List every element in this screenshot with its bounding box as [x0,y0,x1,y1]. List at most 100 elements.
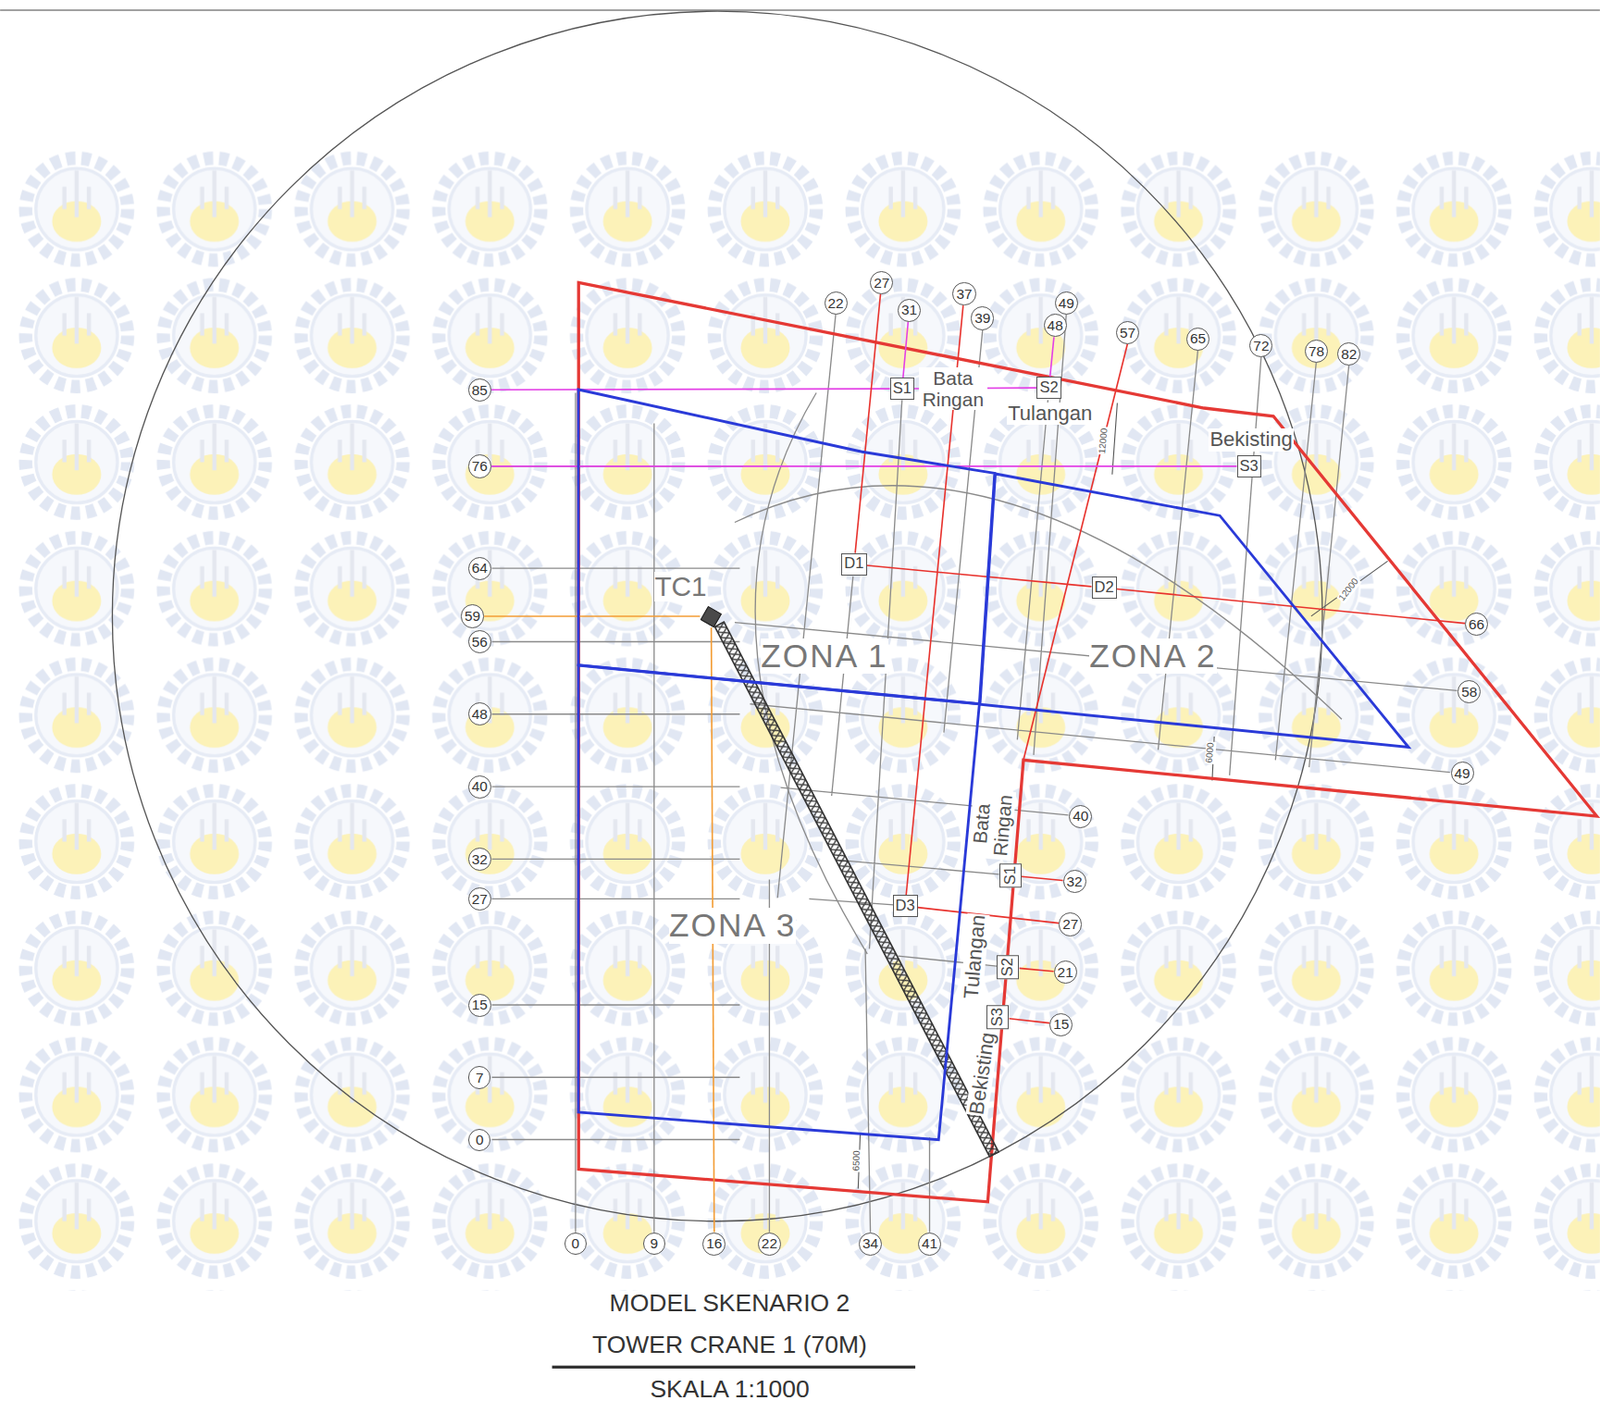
grid-bubble: 72 [1249,334,1273,358]
box-code: D3 [895,898,916,915]
grid-number: 15 [1053,1017,1069,1031]
grid-number: 31 [901,302,918,317]
box-code: S2 [1000,957,1017,977]
tower-crane: TC1 [699,605,722,628]
box-code: S3 [1240,458,1259,475]
grid-number: 76 [471,458,488,473]
annotation: Bata Ringan [967,788,1017,861]
zone-area: ZONA 3 D3 [578,665,980,1141]
grid-bubble: 0 [468,1128,491,1152]
grid-number: 57 [1119,325,1136,340]
dimension-lines [857,402,1388,1189]
grid-bubble: 37 [952,282,976,306]
coordinate-link [855,294,881,554]
zone-label: ZONA 1 [760,638,888,675]
grid-bubble: 9 [643,1232,666,1255]
grid-bubble: 57 [1116,321,1140,345]
material-box: D2 [1091,576,1117,599]
material-box: S1 [890,377,915,400]
grid-number: 49 [1454,766,1471,781]
grid-number: 27 [471,892,488,906]
grid-bubble: 22 [824,291,848,315]
grid-bubble: 58 [1457,680,1481,704]
annotation: 12000 [1097,426,1110,455]
annotation: Bata Ringan [918,367,988,410]
grid-number: 41 [921,1236,938,1251]
grid-bubble: 49 [1054,291,1079,315]
box-code: S2 [1039,380,1058,397]
grid-number: 27 [873,275,890,290]
grid-number: 22 [828,296,844,311]
grid-number: 85 [471,383,488,397]
zone-outline [578,665,980,1141]
grid-bubble: 40 [1068,805,1092,829]
grid-bubble: 41 [917,1232,942,1256]
grid-bubble: 66 [1464,612,1489,636]
coordinate-link [1050,336,1055,377]
grid-bubble: 15 [468,993,492,1018]
grid-bubble: 65 [1186,327,1210,351]
grid-number: 21 [1057,965,1074,980]
annotation: Bekisting [966,1029,1001,1117]
grid-bubble: 21 [1054,960,1078,984]
coordinate-link [903,322,908,378]
grid-bubble: 48 [468,702,492,726]
grid-number: 34 [862,1236,879,1251]
grid-number: 49 [1058,296,1075,311]
box-code: S3 [990,1007,1006,1027]
grid-bubble: 0 [564,1232,587,1255]
grid-number: 0 [571,1236,581,1251]
title-underline [552,1365,916,1369]
coordinate-link [867,565,1092,587]
zone-area: ZONA 2D2 [979,473,1409,748]
grid-lines [492,314,1458,1233]
material-box: S3 [986,1004,1009,1030]
zone-boundary [979,473,1409,748]
grid-number: 78 [1308,344,1325,359]
grid-number: 58 [1461,684,1477,699]
grid-bubble: 85 [468,378,492,402]
coordinate-link [491,388,891,390]
grid-bubble: 34 [858,1232,882,1256]
crane-arcs [734,392,1342,954]
grid-bubble: 16 [702,1232,726,1256]
zone-label: ZONA 3 [669,907,796,944]
zone-area: ZONA 1 TC1 D1 [578,389,995,705]
grid-bubble: 49 [1451,761,1475,785]
grid-number: 16 [706,1236,722,1251]
grid-bubble: 59 [460,604,484,628]
grid-bubble: 27 [468,887,492,911]
frame-line [0,9,1600,11]
grid-bubble: 32 [468,847,492,871]
crane-mast [700,606,722,628]
grid-number: 27 [1062,917,1079,931]
box-code: D1 [843,556,864,572]
annotation: Bekisting [1208,428,1293,451]
material-box: S3 [1237,455,1262,478]
box-code: S1 [1002,866,1018,885]
coordinate-link [1116,588,1465,623]
grid-number: 22 [761,1236,778,1251]
grid-number: 0 [475,1132,484,1147]
watermark [0,146,1600,1291]
grid-number: 32 [1066,874,1083,889]
grid-number: 32 [471,852,488,867]
grid-bubble: 22 [757,1232,782,1256]
grid-number: 48 [1047,318,1064,333]
coordinate-link [483,615,700,618]
grid-number: 37 [955,286,972,301]
material-box: S2 [1036,376,1061,399]
box-code: D2 [1094,580,1115,596]
grid-bubble: 82 [1337,342,1361,366]
coordinate-link [1021,876,1064,881]
material-box: D1 [841,553,867,576]
scale-note: SKALA 1:1000 [649,1376,809,1403]
grid-number: 64 [471,560,488,575]
coordinate-link [1009,1018,1051,1024]
drawing-title: MODEL SKENARIO 2 TOWER CRANE 1 (70M) [576,1282,882,1366]
material-box: S2 [996,955,1019,980]
grid-bubble: 32 [1063,869,1087,894]
